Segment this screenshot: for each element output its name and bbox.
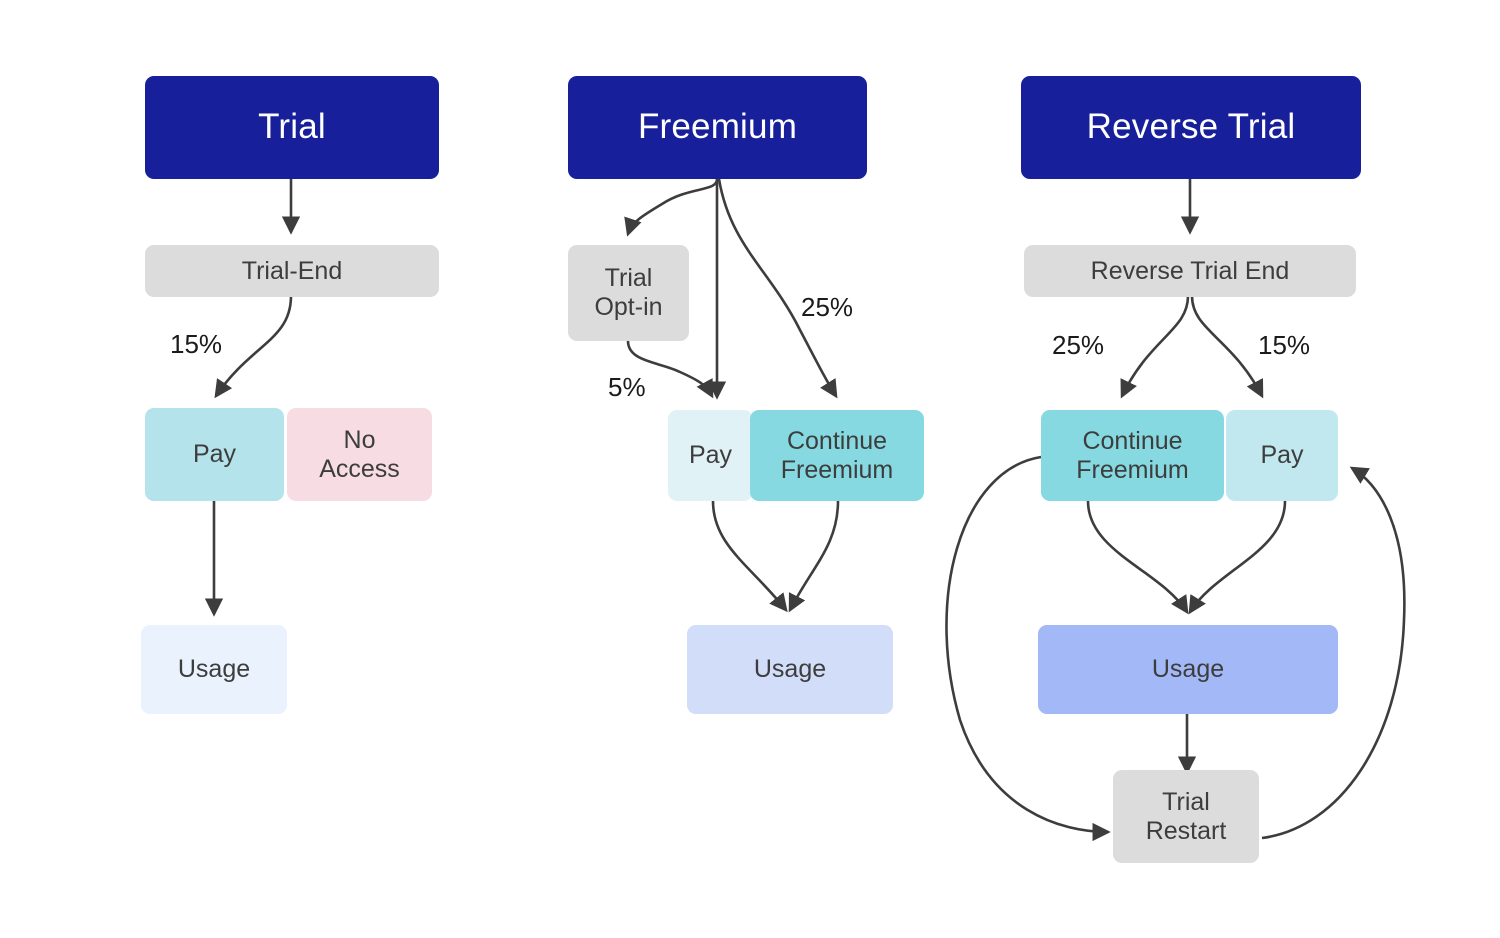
node-trial-pay[interactable]: Pay [145,408,284,501]
node-freemium-continue[interactable]: Continue Freemium [750,410,924,501]
edge-reverse-pay-to-usage [1188,500,1287,615]
node-reverse-trial-end[interactable]: Reverse Trial End [1024,245,1356,297]
node-reverse-trial-restart[interactable]: Trial Restart [1113,770,1259,863]
edge-label-freemium-25: 25% [801,292,854,322]
edge-label-reverse-25: 25% [1052,330,1105,360]
edge-freemium-to-continue [717,178,838,399]
edge-freemium-to-optin [624,178,719,237]
node-freemium-usage[interactable]: Usage [687,625,893,714]
node-trial-end[interactable]: Trial-End [145,245,439,297]
edge-label-reverse-15: 15% [1258,330,1311,360]
edge-label-trial-15: 15% [170,329,223,359]
edge-freemium-pay-to-usage [711,500,788,613]
node-reverse-usage[interactable]: Usage [1038,625,1338,714]
edge-label-freemium-5: 5% [608,372,646,402]
node-freemium-trial-optin[interactable]: Trial Opt-in [568,245,689,341]
edge-reverse-end-to-continue [1120,295,1190,399]
node-reverse-continue-freemium[interactable]: Continue Freemium [1041,410,1224,501]
node-reverse-trial-header[interactable]: Reverse Trial [1021,76,1361,179]
node-trial-header[interactable]: Trial [145,76,439,179]
edge-reverse-continue-to-usage [1086,500,1189,615]
edge-continue-to-usage [788,500,840,613]
node-freemium-pay[interactable]: Pay [668,410,753,501]
node-trial-usage[interactable]: Usage [141,625,287,714]
node-freemium-header[interactable]: Freemium [568,76,867,179]
edge-trial-end-to-pay [214,295,293,399]
edge-reverse-end-to-pay [1190,295,1264,399]
node-trial-no-access[interactable]: No Access [287,408,432,501]
node-reverse-pay[interactable]: Pay [1226,410,1338,501]
